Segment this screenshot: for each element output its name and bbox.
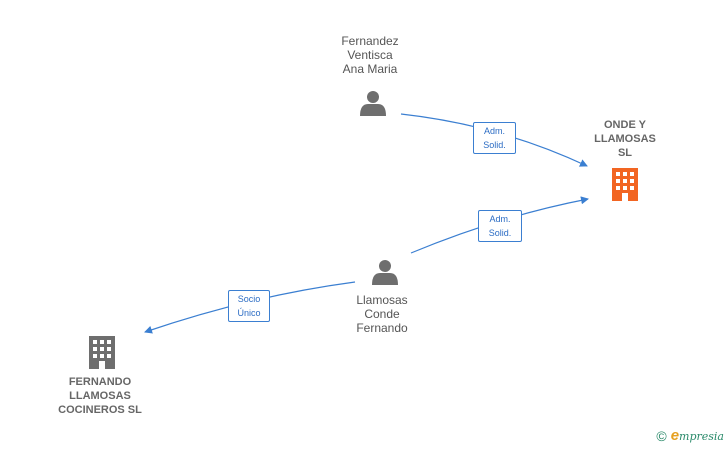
brand-footer: © empresia (656, 427, 724, 444)
person-name[interactable]: Fernandez Ventisca Ana Maria (341, 34, 399, 76)
building-icon[interactable] (612, 168, 638, 201)
company-name[interactable]: ONDE Y LLAMOSAS SL (594, 119, 656, 159)
person-name[interactable]: Llamosas Conde Fernando (356, 293, 408, 335)
copyright-symbol: © (656, 427, 667, 444)
edge-label: Adm. Solid. (478, 210, 522, 242)
brand-logo: empresia (670, 427, 724, 444)
edge-label: Socio Único (228, 290, 270, 322)
person-icon[interactable] (372, 260, 398, 285)
company-name[interactable]: FERNANDO LLAMOSAS COCINEROS SL (58, 376, 142, 416)
edge-label: Adm. Solid. (473, 122, 516, 154)
person-icon[interactable] (360, 91, 386, 116)
building-icon[interactable] (89, 336, 115, 369)
